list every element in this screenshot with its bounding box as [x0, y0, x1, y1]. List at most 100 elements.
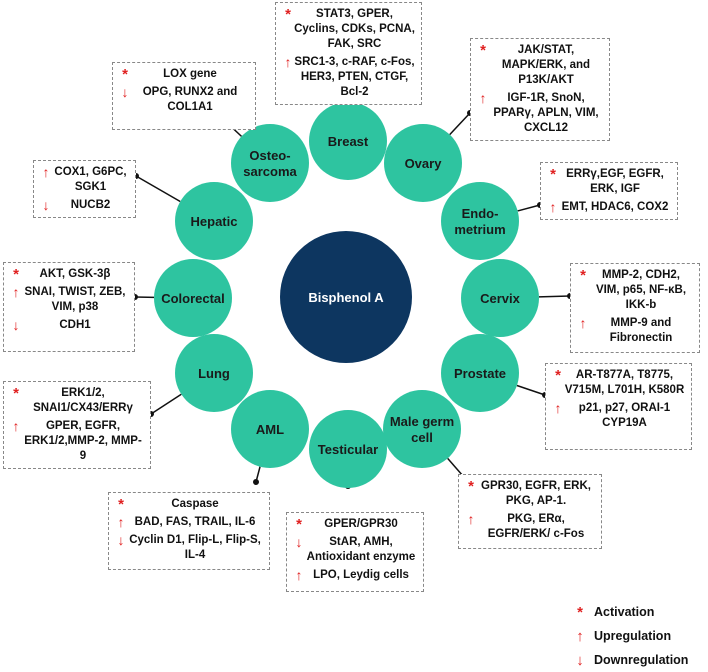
center-node-label: Bisphenol A [308, 290, 384, 305]
annotation-text: COX1, G6PC, SGK1 [52, 165, 129, 195]
down-arrow-icon: ↓ [10, 318, 22, 333]
annotation-row: *Caspase [115, 497, 263, 512]
node-label-osteosarcoma: sarcoma [243, 164, 297, 179]
annotation-row: *ERRγ,EGF, EGFR, ERK, IGF [547, 167, 671, 197]
legend-item: ↓Downregulation [566, 648, 706, 672]
annotation-text: AKT, GSK-3β [22, 267, 128, 282]
node-circle-osteosarcoma [231, 124, 309, 202]
node-label-ovary: Ovary [405, 156, 443, 171]
legend-item: ↑Upregulation [566, 624, 706, 648]
annotation-box-colorectal: *AKT, GSK-3β↑SNAI, TWIST, ZEB, VIM, p38↓… [3, 262, 135, 352]
annotation-text: GPR30, EGFR, ERK, PKG, AP-1. [477, 479, 595, 509]
down-arrow-icon: ↓ [40, 198, 52, 213]
activation-star-icon: * [115, 497, 127, 512]
annotation-text: BAD, FAS, TRAIL, IL-6 [127, 515, 263, 530]
annotation-row: ↑PKG, ERα, EGFR/ERK/ c-Fos [465, 512, 595, 542]
annotation-text: ERRγ,EGF, EGFR, ERK, IGF [559, 167, 671, 197]
node-circle-male-germ-cell [383, 390, 461, 468]
up-arrow-icon: ↑ [40, 165, 52, 180]
annotation-row: *GPR30, EGFR, ERK, PKG, AP-1. [465, 479, 595, 509]
annotation-text: NUCB2 [52, 198, 129, 213]
down-arrow-icon: ↓ [119, 85, 131, 100]
down-arrow-icon: ↓ [566, 652, 594, 669]
up-arrow-icon: ↑ [115, 515, 127, 530]
annotation-box-endometrium: *ERRγ,EGF, EGFR, ERK, IGF↑EMT, HDAC6, CO… [540, 162, 678, 220]
up-arrow-icon: ↑ [577, 316, 589, 331]
annotation-row: *JAK/STAT, MAPK/ERK, and P13K/AKT [477, 43, 603, 88]
annotation-text: MMP-9 and Fibronectin [589, 316, 693, 346]
annotation-row: *STAT3, GPER, Cyclins, CDKs, PCNA, FAK, … [282, 7, 415, 52]
node-label-colorectal: Colorectal [161, 291, 225, 306]
annotation-box-breast: *STAT3, GPER, Cyclins, CDKs, PCNA, FAK, … [275, 2, 422, 105]
node-label-male-germ-cell: Male germ [390, 414, 454, 429]
node-label-hepatic: Hepatic [191, 214, 238, 229]
activation-star-icon: * [477, 43, 489, 58]
annotation-text: LOX gene [131, 67, 249, 82]
connector-cervix [539, 296, 570, 297]
annotation-box-lung: *ERK1/2, SNAI1/CX43/ERRγ↑GPER, EGFR, ERK… [3, 381, 151, 469]
node-circle-endometrium [441, 182, 519, 260]
node-label-breast: Breast [328, 134, 369, 149]
annotation-row: ↓OPG, RUNX2 and COL1A1 [119, 85, 249, 115]
up-arrow-icon: ↑ [293, 568, 305, 583]
connector-endometrium [518, 205, 540, 211]
annotation-row: ↑EMT, HDAC6, COX2 [547, 200, 671, 215]
down-arrow-icon: ↓ [293, 535, 305, 550]
annotation-row: *AR-T877A, T8775, V715M, L701H, K580R [552, 368, 685, 398]
connector-lung [151, 394, 181, 414]
connector-dot-aml [253, 479, 259, 485]
annotation-text: SNAI, TWIST, ZEB, VIM, p38 [22, 285, 128, 315]
up-arrow-icon: ↑ [477, 91, 489, 106]
annotation-row: ↑p21, p27, ORAI-1 CYP19A [552, 401, 685, 431]
annotation-box-hepatic: ↑COX1, G6PC, SGK1↓NUCB2 [33, 160, 136, 218]
annotation-text: CDH1 [22, 318, 128, 333]
node-label-endometrium: metrium [454, 222, 505, 237]
node-label-prostate: Prostate [454, 366, 506, 381]
up-arrow-icon: ↑ [10, 285, 22, 300]
annotation-row: ↓CDH1 [10, 318, 128, 333]
annotation-text: SRC1-3, c-RAF, c-Fos, HER3, PTEN, CTGF, … [294, 55, 415, 100]
annotation-row: *LOX gene [119, 67, 249, 82]
annotation-text: PKG, ERα, EGFR/ERK/ c-Fos [477, 512, 595, 542]
node-label-lung: Lung [198, 366, 230, 381]
activation-star-icon: * [552, 368, 564, 383]
annotation-row: ↓NUCB2 [40, 198, 129, 213]
up-arrow-icon: ↑ [282, 55, 294, 70]
annotation-box-prostate: *AR-T877A, T8775, V715M, L701H, K580R↑p2… [545, 363, 692, 450]
annotation-text: EMT, HDAC6, COX2 [559, 200, 671, 215]
annotation-text: IGF-1R, SnoN, PPARγ, APLN, VIM, CXCL12 [489, 91, 603, 136]
legend-label: Upregulation [594, 629, 671, 643]
annotation-text: ERK1/2, SNAI1/CX43/ERRγ [22, 386, 144, 416]
down-arrow-icon: ↓ [115, 533, 127, 548]
annotation-row: ↑MMP-9 and Fibronectin [577, 316, 693, 346]
activation-star-icon: * [10, 386, 22, 401]
annotation-row: ↑COX1, G6PC, SGK1 [40, 165, 129, 195]
annotation-text: Cyclin D1, Flip-L, Flip-S, IL-4 [127, 533, 263, 563]
annotation-text: LPO, Leydig cells [305, 568, 417, 583]
annotation-row: *AKT, GSK-3β [10, 267, 128, 282]
activation-star-icon: * [119, 67, 131, 82]
annotation-box-testicular: *GPER/GPR30 ↓StAR, AMH, Antioxidant enzym… [286, 512, 424, 592]
annotation-text: JAK/STAT, MAPK/ERK, and P13K/AKT [489, 43, 603, 88]
annotation-text: Caspase [127, 497, 263, 512]
legend-item: *Activation [566, 600, 706, 624]
activation-star-icon: * [547, 167, 559, 182]
node-label-testicular: Testicular [318, 442, 378, 457]
annotation-row: ↑IGF-1R, SnoN, PPARγ, APLN, VIM, CXCL12 [477, 91, 603, 136]
annotation-row: ↑LPO, Leydig cells [293, 568, 417, 583]
up-arrow-icon: ↑ [547, 200, 559, 215]
connector-hepatic [136, 176, 180, 202]
node-label-osteosarcoma: Osteo- [249, 148, 290, 163]
annotation-row: ↑SNAI, TWIST, ZEB, VIM, p38 [10, 285, 128, 315]
activation-star-icon: * [577, 268, 589, 283]
legend-label: Downregulation [594, 653, 688, 667]
activation-star-icon: * [282, 7, 294, 22]
annotation-row: ↑SRC1-3, c-RAF, c-Fos, HER3, PTEN, CTGF,… [282, 55, 415, 100]
up-arrow-icon: ↑ [566, 628, 594, 645]
annotation-row: ↓StAR, AMH, Antioxidant enzyme [293, 535, 417, 565]
annotation-box-cervix: *MMP-2, CDH2, VIM, p65, NF-κB, IKK-b↑MMP… [570, 263, 700, 353]
annotation-row: *GPER/GPR30 [293, 517, 417, 532]
annotation-text: StAR, AMH, Antioxidant enzyme [305, 535, 417, 565]
up-arrow-icon: ↑ [552, 401, 564, 416]
annotation-box-aml: *Caspase↑BAD, FAS, TRAIL, IL-6↓Cyclin D1… [108, 492, 270, 570]
